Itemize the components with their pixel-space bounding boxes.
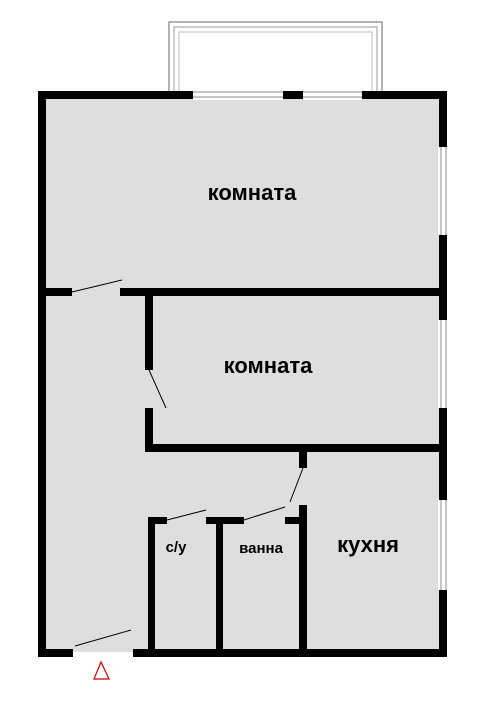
windows [193, 90, 448, 590]
floor-areas [42, 94, 443, 652]
door-entrance [74, 629, 132, 647]
wall-bath-top-right [285, 517, 303, 524]
window-room1 [438, 147, 448, 235]
wall-room1-bottom-right [120, 288, 443, 296]
wall-bath-top-left [206, 517, 244, 524]
wall-top-left [38, 91, 193, 99]
apartment-floor [42, 94, 443, 652]
wall-wc-bath-divider [216, 517, 223, 653]
wall-bottom-left [38, 649, 73, 657]
wall-bottom-right [133, 649, 447, 657]
doors [71, 279, 304, 647]
wall-room2-left-lower [145, 408, 153, 450]
wall-kitchen-left-lower [299, 505, 307, 653]
window-balcony-left [193, 90, 283, 100]
door-room2 [148, 369, 167, 409]
balcony-outline-rail [178, 31, 373, 95]
window-kitchen [438, 500, 448, 590]
door-room1 [71, 279, 123, 293]
door-kitchen [289, 467, 304, 503]
balcony-outline-outer [168, 21, 383, 95]
bath-label: ванна [239, 540, 283, 557]
window-room2 [438, 320, 448, 408]
wall-top-right [362, 91, 447, 99]
room1-label: комната [208, 180, 297, 205]
wall-room1-bottom-left [42, 288, 72, 296]
wall-room2-left-upper [145, 292, 153, 370]
wall-wc-left [148, 517, 155, 653]
balcony-outline-inner [173, 26, 378, 95]
balcony [168, 21, 383, 95]
door-bath [243, 506, 286, 521]
window-balcony-right [303, 90, 362, 100]
room2-label: комната [224, 353, 313, 378]
wall-room2-bottom [145, 444, 443, 452]
kitchen-label: кухня [337, 532, 399, 557]
wall-top-middle [283, 91, 303, 99]
entrance-triangle-icon [93, 660, 110, 680]
door-wc [166, 509, 207, 521]
wall-left [38, 91, 46, 657]
wall-wc-top [148, 517, 167, 524]
wc-label: с/у [166, 539, 188, 556]
wall-kitchen-left-upper [299, 448, 307, 468]
